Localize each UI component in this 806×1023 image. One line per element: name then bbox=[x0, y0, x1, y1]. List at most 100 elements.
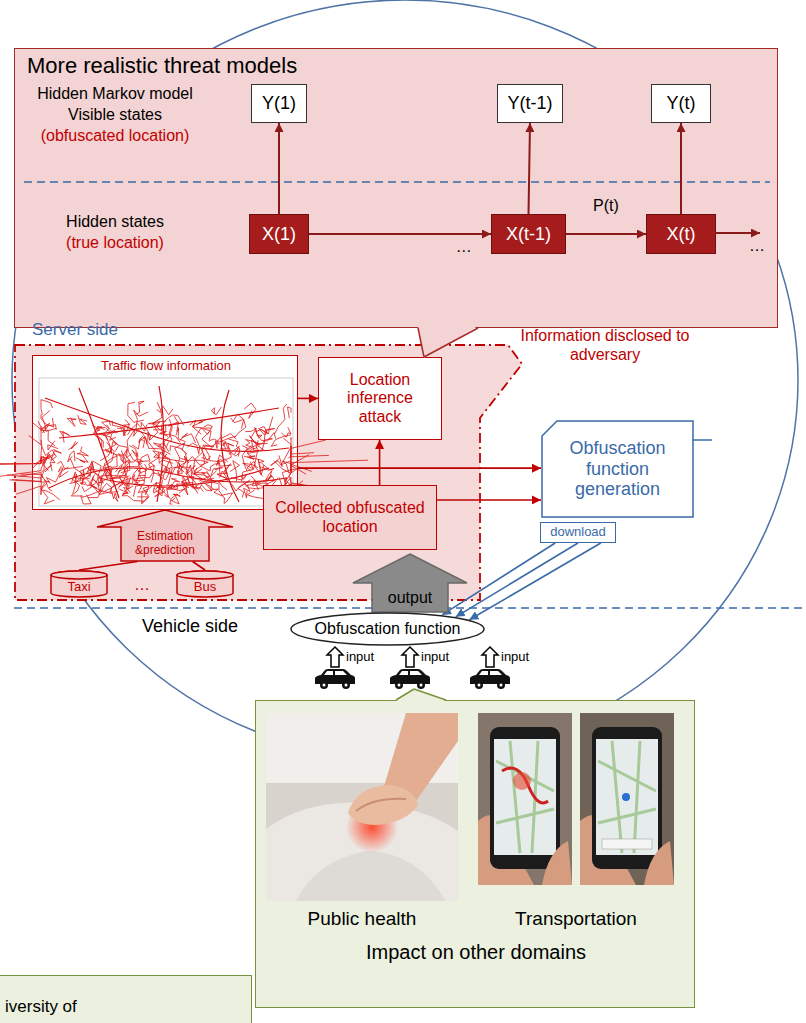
map-street bbox=[244, 403, 256, 418]
traffic-flow-box: Traffic flow information bbox=[32, 355, 298, 510]
map-street bbox=[145, 437, 171, 454]
chain-continuation-arrow bbox=[715, 232, 760, 234]
input-label: input bbox=[501, 649, 529, 665]
drawing-part bbox=[494, 739, 556, 855]
map-frame bbox=[39, 378, 293, 506]
map-street bbox=[129, 445, 138, 457]
node-label: Obfuscation function bbox=[315, 620, 461, 638]
cylinder-top bbox=[51, 571, 107, 579]
map-street bbox=[291, 463, 312, 472]
drawing-part bbox=[644, 841, 674, 885]
car-icon bbox=[470, 669, 510, 689]
drawing-part bbox=[602, 839, 652, 849]
map-street bbox=[57, 461, 83, 469]
map-street bbox=[167, 484, 177, 490]
map-street bbox=[158, 443, 169, 455]
map-street bbox=[211, 407, 221, 415]
map-street bbox=[215, 441, 219, 449]
node-label: Estimation &prediction bbox=[122, 530, 208, 558]
hidden-state-box: X(t-1) bbox=[491, 214, 566, 254]
region-outline bbox=[15, 345, 522, 600]
map-street bbox=[244, 484, 250, 498]
node-label: X(t-1) bbox=[506, 224, 551, 245]
map-street bbox=[132, 473, 163, 480]
node-label: Collected obfuscated location bbox=[270, 499, 430, 536]
map-street bbox=[291, 446, 329, 457]
connector bbox=[298, 398, 318, 400]
map-street bbox=[42, 410, 50, 433]
drawing-part bbox=[490, 727, 560, 869]
map-street bbox=[41, 484, 60, 500]
download-tag: download bbox=[540, 522, 616, 543]
drawing-part bbox=[592, 727, 662, 869]
map-street bbox=[271, 435, 291, 447]
map-street bbox=[178, 463, 182, 474]
map-street bbox=[202, 483, 214, 491]
connector bbox=[437, 499, 541, 501]
map-street bbox=[112, 493, 118, 502]
map-street bbox=[132, 468, 139, 483]
map-street bbox=[181, 477, 191, 487]
map-street bbox=[148, 432, 158, 450]
map-street bbox=[134, 429, 146, 437]
node-label: Obfuscation function generation bbox=[549, 438, 686, 500]
map-street bbox=[157, 406, 173, 415]
map-street bbox=[210, 436, 236, 442]
map-street bbox=[217, 464, 230, 474]
map-street bbox=[188, 443, 201, 454]
map-street bbox=[283, 438, 314, 454]
node-label: Y(1) bbox=[262, 93, 296, 114]
database-cylinder: Taxi bbox=[50, 570, 108, 598]
block-arrow-shape bbox=[353, 554, 467, 612]
map-street bbox=[41, 400, 53, 415]
drawing-part bbox=[496, 741, 554, 853]
node-label: iversity of bbox=[5, 997, 77, 1017]
map-street bbox=[163, 459, 176, 478]
hidden-state-box: X(1) bbox=[249, 214, 309, 254]
map-street bbox=[153, 402, 162, 432]
drawing-part bbox=[580, 713, 674, 885]
map-street bbox=[155, 484, 165, 497]
map-street bbox=[221, 493, 232, 504]
callout-pointer-edge bbox=[414, 689, 446, 700]
map-street bbox=[145, 464, 154, 483]
map-street bbox=[291, 447, 368, 462]
visible-state-box: Y(t) bbox=[651, 84, 711, 123]
map-street bbox=[196, 428, 212, 447]
map-street bbox=[219, 481, 227, 499]
map-street bbox=[199, 472, 210, 481]
map-street bbox=[38, 421, 41, 444]
drawing-part bbox=[542, 841, 572, 885]
map-street bbox=[73, 474, 84, 494]
map-street bbox=[103, 442, 114, 477]
map-street bbox=[46, 467, 68, 484]
node-label: output bbox=[388, 589, 432, 607]
map-street bbox=[102, 421, 111, 429]
map-street bbox=[171, 494, 180, 499]
map-street bbox=[230, 461, 240, 482]
ellipsis: … bbox=[127, 575, 157, 594]
map-street bbox=[281, 449, 291, 465]
map-street bbox=[164, 434, 180, 442]
cylinder-top bbox=[177, 571, 233, 579]
map-street bbox=[191, 448, 203, 478]
node-label: X(t) bbox=[667, 224, 696, 245]
drawing-part bbox=[356, 799, 406, 811]
map-street bbox=[87, 461, 102, 491]
map-street bbox=[94, 427, 111, 433]
attack-box: Location inference attack bbox=[318, 357, 442, 440]
callout-pointer-edge bbox=[396, 689, 414, 700]
map-street bbox=[48, 441, 58, 450]
car-icon bbox=[390, 669, 430, 689]
map-street bbox=[7, 465, 52, 478]
impact-callout: Public healthTransportationImpact on oth… bbox=[255, 700, 695, 1008]
row-note: (obfuscated location) bbox=[30, 126, 200, 145]
map-street bbox=[203, 425, 213, 435]
generation-box: Obfuscation function generation bbox=[541, 420, 694, 518]
map-street bbox=[106, 466, 112, 478]
map-street bbox=[244, 456, 255, 459]
input-arrow bbox=[482, 647, 498, 667]
node-label: Bus bbox=[194, 580, 216, 595]
input-arrow bbox=[327, 647, 343, 667]
drawing-part bbox=[622, 793, 630, 801]
